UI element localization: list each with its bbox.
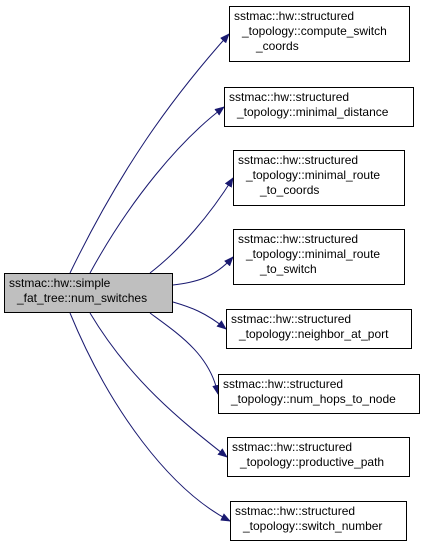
call-edge-6: [149, 312, 221, 395]
call-edge-4: [172, 256, 234, 286]
node-callee-8-label-line: _topology::switch_number: [243, 519, 383, 533]
node-callee-1-label-line: _coords: [256, 39, 299, 53]
node-callee-6[interactable]: sstmac::hw::structured_topology::num_hop…: [218, 374, 420, 414]
call-edge-1: [69, 33, 230, 274]
node-callee-3-label-line: sstmac::hw::structured: [238, 153, 359, 167]
node-root-label-line: sstmac::hw::simple: [9, 276, 111, 290]
node-callee-2-label-line: _topology::minimal_distance: [237, 105, 389, 119]
node-root[interactable]: sstmac::hw::simple_fat_tree::num_switche…: [4, 273, 173, 313]
node-callee-4[interactable]: sstmac::hw::structured_topology::minimal…: [233, 229, 405, 285]
call-edge-7: [89, 312, 228, 458]
node-callee-7[interactable]: sstmac::hw::structured_topology::product…: [227, 437, 410, 477]
node-callee-4-label-line: _to_switch: [260, 262, 317, 276]
node-callee-5-label-line: sstmac::hw::structured: [231, 312, 352, 326]
node-callee-1-label-line: sstmac::hw::structured: [234, 9, 355, 23]
node-callee-1[interactable]: sstmac::hw::structured_topology::compute…: [229, 6, 410, 62]
node-callee-7-label-line: sstmac::hw::structured: [232, 440, 353, 454]
node-callee-5[interactable]: sstmac::hw::structured_topology::neighbo…: [226, 309, 412, 349]
call-edge-3: [149, 177, 234, 274]
call-edge-2: [89, 106, 225, 274]
node-callee-2-label-line: sstmac::hw::structured: [229, 90, 350, 104]
node-callee-4-label-line: sstmac::hw::structured: [238, 232, 359, 246]
node-callee-1-label-line: _topology::compute_switch: [242, 24, 387, 38]
call-edge-8: [69, 312, 231, 522]
node-callee-2[interactable]: sstmac::hw::structured_topology::minimal…: [224, 87, 414, 127]
node-callee-7-label-line: _topology::productive_path: [240, 455, 385, 469]
node-callee-3[interactable]: sstmac::hw::structured_topology::minimal…: [233, 150, 405, 206]
node-callee-8[interactable]: sstmac::hw::structured_topology::switch_…: [230, 501, 407, 541]
call-edges: [69, 33, 234, 522]
node-callee-5-label-line: _topology::neighbor_at_port: [239, 327, 389, 341]
node-callee-4-label-line: _topology::minimal_route: [246, 247, 381, 261]
node-callee-8-label-line: sstmac::hw::structured: [235, 504, 356, 518]
node-callee-3-label-line: _to_coords: [260, 183, 320, 197]
node-callee-6-label-line: sstmac::hw::structured: [223, 377, 344, 391]
node-callee-6-label-line: _topology::num_hops_to_node: [231, 392, 396, 406]
call-edge-5: [172, 301, 227, 330]
node-root-label-line: _fat_tree::num_switches: [17, 291, 148, 305]
node-callee-3-label-line: _topology::minimal_route: [246, 168, 381, 182]
